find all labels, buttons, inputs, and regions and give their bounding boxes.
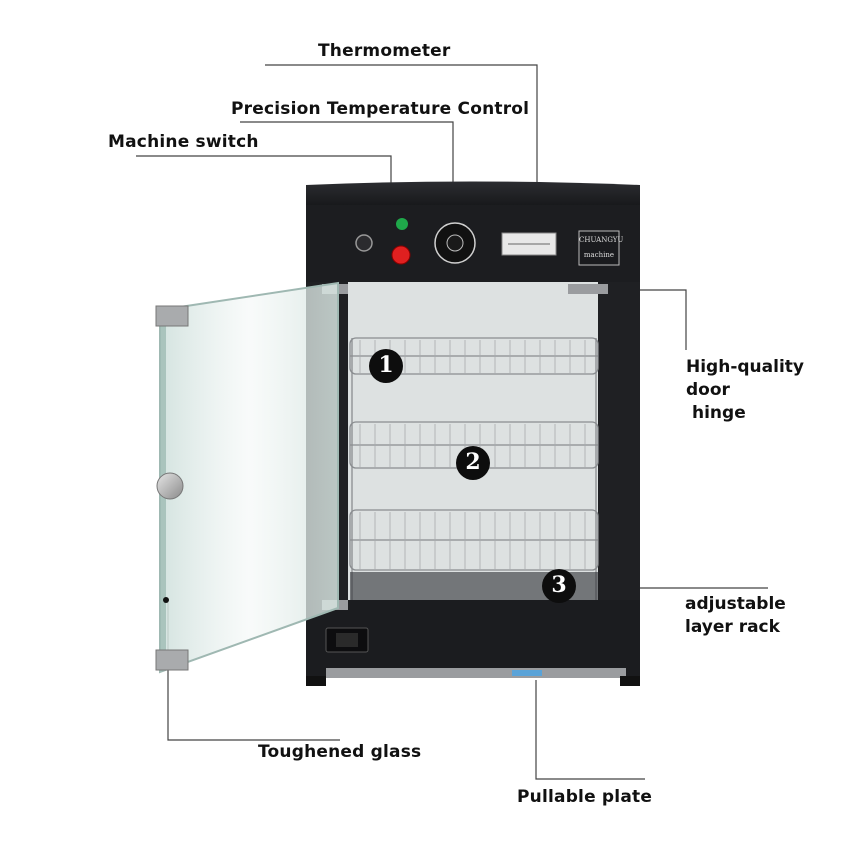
door-glass-panel bbox=[159, 281, 339, 674]
label-temperature-control: Precision Temperature Control bbox=[231, 99, 530, 119]
rack-badge-3 bbox=[542, 569, 576, 603]
tray-handle bbox=[512, 670, 542, 676]
label-door-hinge-line1: High-quality door bbox=[686, 357, 804, 400]
brand-subtitle: machine bbox=[583, 251, 615, 259]
door-hinge-bottom bbox=[155, 649, 189, 671]
right-pillar bbox=[598, 282, 640, 612]
cabinet-hood bbox=[306, 181, 640, 210]
rack-badge-1 bbox=[369, 349, 403, 383]
top-right-hinge bbox=[568, 284, 608, 294]
wire-racks bbox=[349, 337, 599, 600]
label-rack-line2: layer rack bbox=[685, 617, 780, 637]
label-pullable-plate: Pullable plate bbox=[517, 787, 653, 807]
rack-number-2: 2 bbox=[465, 449, 481, 475]
rack-wire-pattern bbox=[359, 340, 586, 570]
door-knob bbox=[156, 472, 184, 500]
foot-left bbox=[306, 676, 326, 686]
label-toughened-glass: Toughened glass bbox=[258, 742, 422, 762]
label-door-hinge-line2: hinge bbox=[692, 403, 746, 423]
rack-badge-2 bbox=[456, 446, 490, 480]
door-hinge-top bbox=[155, 305, 189, 327]
red-power-switch bbox=[391, 245, 411, 265]
rack-number-3: 3 bbox=[551, 572, 567, 598]
pullable-tray bbox=[326, 668, 626, 678]
label-door-hinge: High-quality door hinge bbox=[686, 356, 850, 425]
rack-number-1: 1 bbox=[378, 352, 394, 378]
plate-leader bbox=[535, 680, 645, 780]
label-machine-switch: Machine switch bbox=[108, 132, 259, 152]
foot-right bbox=[620, 676, 640, 686]
label-adjustable-rack: adjustable layer rack bbox=[685, 593, 786, 639]
glass-door bbox=[155, 281, 339, 674]
brand-name: CHUANGYU bbox=[579, 236, 624, 244]
brand-plate bbox=[578, 230, 620, 266]
label-rack-line1: adjustable bbox=[685, 594, 786, 614]
green-indicator-light bbox=[396, 218, 408, 230]
label-thermometer: Thermometer bbox=[318, 41, 451, 61]
thermostat-jack bbox=[355, 234, 373, 252]
